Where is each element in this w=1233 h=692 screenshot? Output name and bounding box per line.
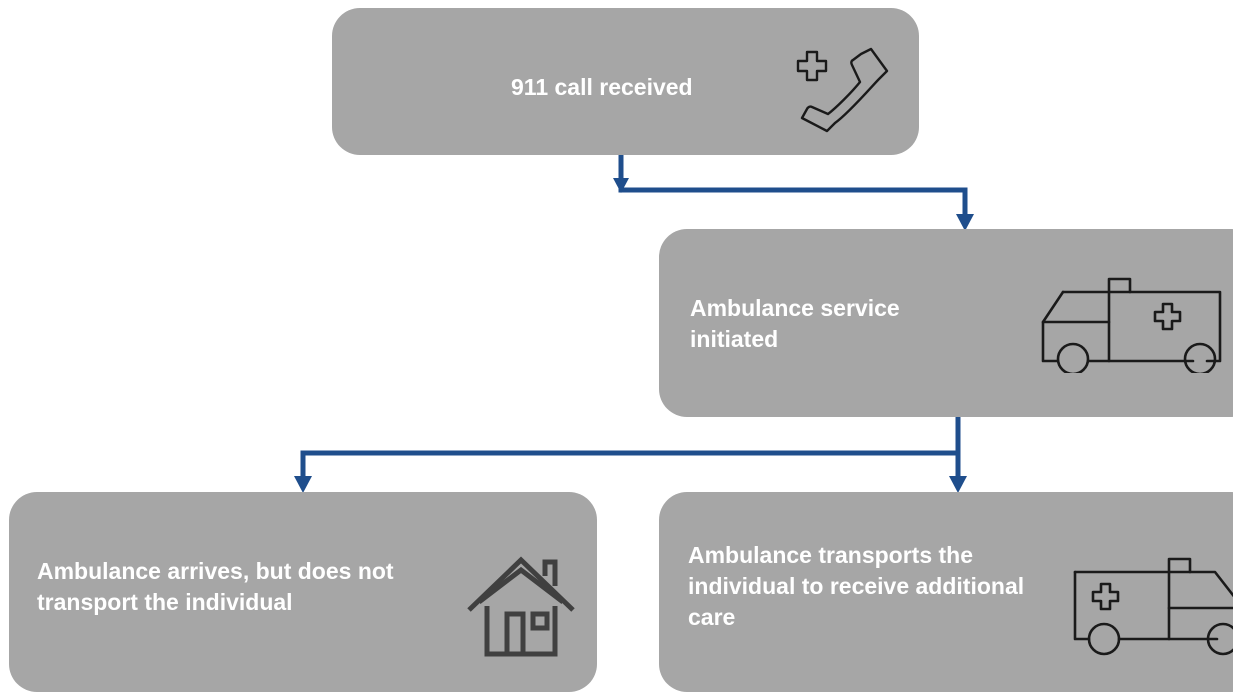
node-ambulance-service-initiated: Ambulance service initiated (659, 229, 1233, 417)
ambulance-icon (1073, 557, 1233, 656)
node-label-no-transport: Ambulance arrives, but does not transpor… (37, 558, 394, 615)
house-icon (467, 556, 575, 657)
phone-medical-icon (796, 47, 889, 133)
node-transport: Ambulance transports the individual to r… (659, 492, 1233, 692)
node-label-transport: Ambulance transports the individual to r… (688, 542, 1025, 630)
arrowhead-left-split (613, 178, 629, 193)
arrowhead-to-transport (949, 476, 967, 493)
arrowhead-to-no-transport (294, 476, 312, 493)
node-label-initiated: Ambulance service initiated (690, 295, 900, 352)
ambulance-icon (1041, 277, 1222, 373)
flow-connectors (294, 154, 974, 493)
node-no-transport: Ambulance arrives, but does not transpor… (9, 492, 597, 692)
node-911-call-received: 911 call received (332, 8, 919, 155)
connector-call-to-initiated (613, 154, 974, 231)
arrowhead-to-initiated (956, 214, 974, 231)
connector-initiated-to-outcomes (294, 417, 967, 493)
node-label-call: 911 call received (511, 74, 693, 100)
